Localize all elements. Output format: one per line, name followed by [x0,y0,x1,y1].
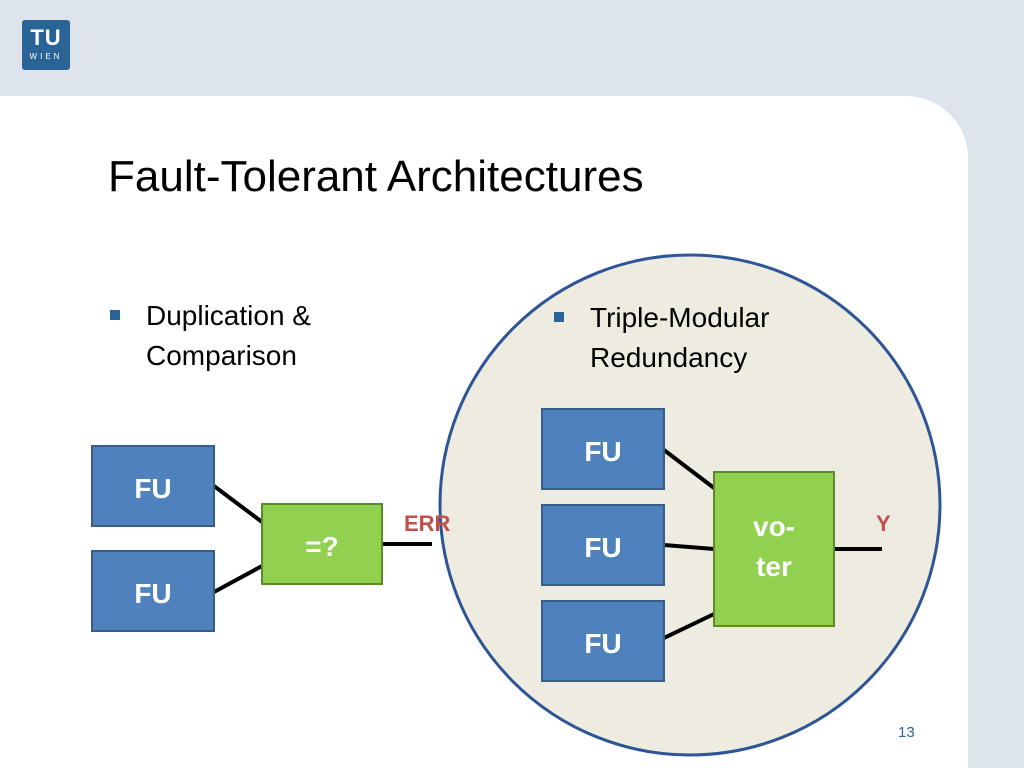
square-bullet-icon [554,312,564,322]
logo-sub-text: WIEN [29,52,63,61]
tu-wien-logo: TU WIEN [22,20,70,70]
bullet-text-line2: Comparison [146,340,297,371]
square-bullet-icon [110,310,120,320]
tmr-wires [662,448,882,640]
page-number: 13 [898,724,915,741]
voter-label-line2: ter [756,551,792,582]
tmr-functional-unit-2 [541,504,665,586]
bullet-text-line2: Redundancy [590,342,748,373]
voter-label-line1: vo- [753,511,795,542]
comparator-label: =? [305,531,338,562]
bullet-tmr: Triple-Modular Redundancy [552,298,872,378]
bullet-item-duplication: Duplication & Comparison [108,296,428,376]
comparator-box [261,503,383,585]
tmr-fu-3-label: FU [584,628,621,659]
dup-functional-unit-bottom [91,550,215,632]
voter-box [713,471,835,627]
bullet-duplication: Duplication & Comparison [108,296,428,376]
bullet-item-tmr: Triple-Modular Redundancy [552,298,872,378]
err-signal-label: ERR [404,511,451,536]
tmr-fu-2-label: FU [584,532,621,563]
bullet-text-line1: Triple-Modular [590,302,770,333]
dup-fu-bottom-label: FU [134,578,171,609]
bullet-text-line1: Duplication & [146,300,311,331]
page-title: Fault-Tolerant Architectures [108,152,644,201]
dup-functional-unit-top [91,445,215,527]
dup-fu-top-label: FU [134,473,171,504]
y-signal-label: Y [876,511,891,536]
logo-main-text: TU [30,25,62,50]
tmr-fu-1-label: FU [584,436,621,467]
tmr-functional-unit-3 [541,600,665,682]
duplication-wires [212,484,432,594]
tmr-functional-unit-1 [541,408,665,490]
